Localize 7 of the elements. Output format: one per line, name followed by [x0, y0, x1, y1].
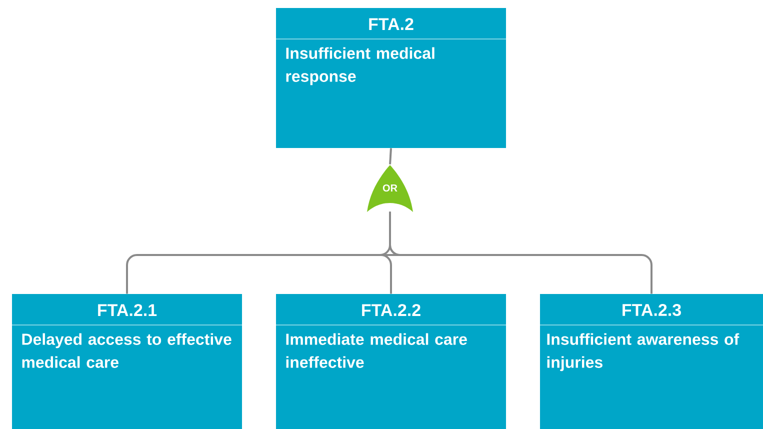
- or-gate: OR: [367, 165, 413, 212]
- connector-line: [389, 212, 652, 294]
- event-box: FTA.2.2 Immediate medical care ineffective: [276, 294, 506, 429]
- connector-line: [389, 148, 392, 164]
- event-box: FTA.2 Insufficient medical response: [276, 8, 506, 148]
- event-box: FTA.2.3 Insufficient awareness of injuries: [540, 294, 763, 429]
- event-box: FTA.2.1 Delayed access to effective medical care: [12, 294, 242, 429]
